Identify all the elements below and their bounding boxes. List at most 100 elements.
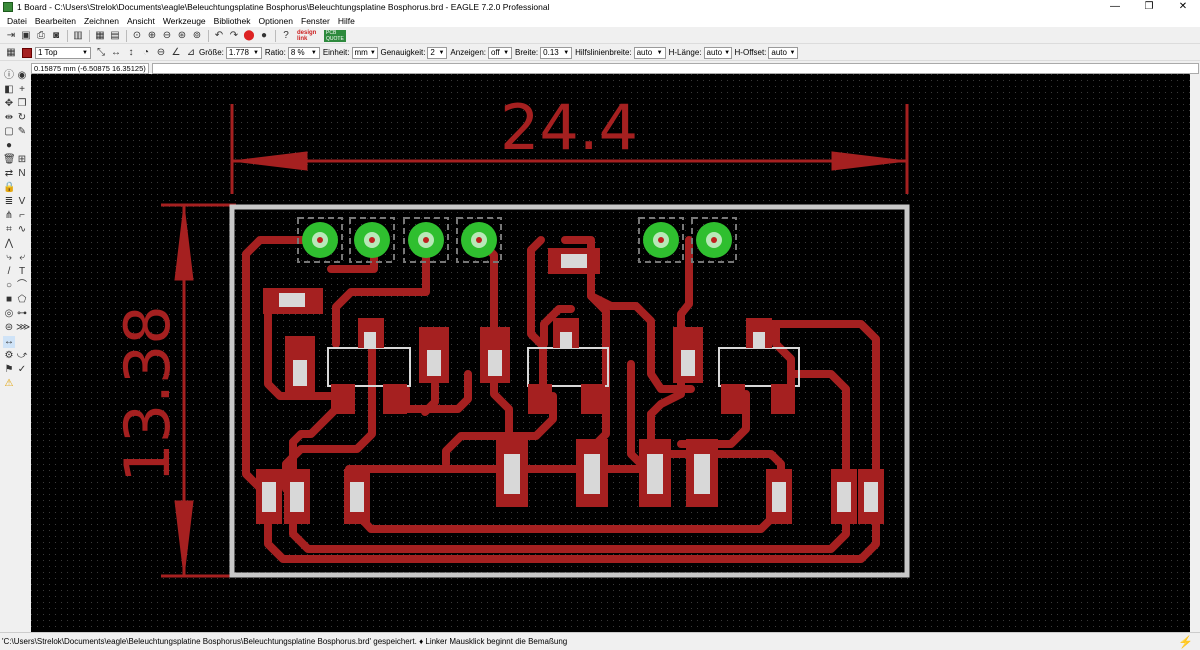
dimension-vertical-icon[interactable]: ↕ (128, 47, 134, 58)
extension-offset-select[interactable]: auto▼ (768, 46, 799, 59)
split-icon[interactable]: ⋔ (4, 210, 14, 221)
unit-select[interactable]: mm▼ (351, 46, 378, 59)
eye-icon[interactable]: ◉ (17, 70, 27, 81)
menu-ansicht[interactable]: Ansicht (126, 15, 155, 26)
change-icon[interactable]: ✎ (17, 126, 27, 137)
zoom-fit-icon[interactable]: ⊙ (132, 30, 142, 41)
dimension-linear-icon[interactable]: ⤡ (97, 47, 105, 58)
group-icon[interactable]: ▢ (4, 126, 14, 137)
width-select[interactable]: 0.13▼ (540, 46, 573, 59)
ratio-select[interactable]: 8 %▼ (287, 46, 320, 59)
delete-icon[interactable]: 🗑 (3, 154, 16, 165)
board-icon[interactable]: ▥ (73, 30, 83, 41)
undo-icon[interactable]: ↶ (214, 30, 224, 41)
value-icon[interactable]: V (18, 196, 26, 207)
replace-icon[interactable]: ⇄ (4, 168, 14, 179)
drc-icon[interactable]: ✓ (17, 364, 27, 375)
zoom-area-icon[interactable]: ⊚ (192, 30, 202, 41)
board-canvas[interactable]: 24.4 13.38 (31, 74, 1197, 632)
optimize-icon[interactable]: ⌗ (6, 224, 12, 235)
ratsnest-icon[interactable]: ⋙ (16, 322, 31, 333)
print-icon[interactable]: ⎙ (37, 30, 45, 41)
dimension-leader-icon[interactable]: ⊿ (186, 47, 196, 58)
wire-icon[interactable]: / (7, 266, 11, 277)
pad-center (317, 237, 323, 243)
grid-icon[interactable]: ▦ (6, 47, 16, 58)
layer-display-icon[interactable]: ◧ (4, 84, 14, 95)
through-hole-pads (297, 217, 737, 263)
zoom-redraw-icon[interactable]: ⊛ (177, 30, 187, 41)
dimension-height-text: 13.38 (111, 305, 184, 483)
circle-icon[interactable]: ○ (5, 280, 13, 291)
autorouter-icon[interactable]: ⚙ (4, 350, 14, 361)
arc-icon[interactable]: ⌒ (17, 280, 27, 291)
precision-select[interactable]: 2▼ (427, 46, 448, 59)
pcb-quote-logo[interactable]: PCB QUOTE (324, 29, 346, 42)
rotate-icon[interactable]: ↻ (17, 112, 27, 123)
help-icon[interactable]: ? (283, 30, 289, 41)
polygon-icon[interactable]: ⬠ (17, 294, 27, 305)
menu-datei[interactable]: Datei (7, 15, 27, 26)
mirror-icon[interactable]: ⇹ (4, 112, 14, 123)
menu-hilfe[interactable]: Hilfe (337, 15, 355, 26)
menu-bibliothek[interactable]: Bibliothek (213, 15, 251, 26)
route-icon[interactable]: ⤷ (6, 252, 12, 263)
copy-icon[interactable]: ❐ (17, 98, 27, 109)
close-button[interactable]: ✕ (1178, 1, 1188, 12)
miter-icon[interactable]: ⌐ (19, 210, 25, 221)
meander-length-icon[interactable]: ⋀ (4, 238, 14, 249)
redo-icon[interactable]: ↷ (229, 30, 239, 41)
layer-select-value: 1 Top (38, 47, 58, 57)
zoom-in-icon[interactable]: ⊕ (147, 30, 157, 41)
move-icon[interactable]: ✥ (4, 98, 14, 109)
maximize-button[interactable]: ❐ (1144, 1, 1154, 12)
vertical-scrollbar[interactable] (1190, 74, 1200, 632)
size-select[interactable]: 1.778▼ (225, 46, 262, 59)
menu-zeichnen[interactable]: Zeichnen (83, 15, 119, 26)
menu-bearbeiten[interactable]: Bearbeiten (34, 15, 76, 26)
name-icon[interactable]: N (18, 168, 26, 179)
stop-icon[interactable]: ⬤ (243, 30, 255, 41)
menu-werkzeuge[interactable]: Werkzeuge (162, 15, 206, 26)
go-status-icon[interactable]: ⚡ (1178, 634, 1193, 649)
menu-fenster[interactable]: Fenster (301, 15, 330, 26)
design-link-logo[interactable]: design link (297, 29, 317, 42)
dimension-horizontal-icon[interactable]: ↔ (111, 47, 121, 58)
open-icon[interactable]: ⇥ (6, 30, 16, 41)
hole-icon[interactable]: ⊜ (4, 322, 14, 333)
cam-icon[interactable]: ◙ (52, 30, 60, 41)
extension-length-select[interactable]: auto▼ (703, 46, 732, 59)
dimension-icon[interactable]: ↔ (3, 336, 15, 348)
smash-icon[interactable]: ≣ (4, 196, 14, 207)
info-icon[interactable]: ⓘ (4, 70, 14, 81)
erc-icon[interactable]: ⚑ (4, 364, 14, 375)
dimension-diameter-icon[interactable]: ⊖ (156, 47, 166, 58)
menu-optionen[interactable]: Optionen (258, 15, 294, 26)
extension-width-select[interactable]: auto▼ (633, 46, 666, 59)
zoom-out-icon[interactable]: ⊖ (162, 30, 172, 41)
paste-icon[interactable]: ● (5, 140, 13, 151)
mark-icon[interactable]: + (19, 84, 25, 95)
text-icon[interactable]: T (18, 266, 26, 277)
lock-icon[interactable]: 🔒 (3, 182, 16, 193)
command-line-input[interactable] (152, 62, 1199, 74)
add-icon[interactable]: ⊞ (17, 154, 27, 165)
minimize-button[interactable]: — (1110, 1, 1120, 12)
follow-me-icon[interactable]: ⤻ (16, 350, 28, 361)
go-icon[interactable]: ● (260, 30, 268, 41)
layer-select[interactable]: 1 Top▼ (35, 46, 91, 59)
via-icon[interactable]: ◎ (4, 308, 14, 319)
pad-keepout (349, 217, 395, 263)
rect-icon[interactable]: ■ (5, 294, 13, 305)
dimension-radius-icon[interactable]: ◔ (142, 47, 150, 58)
save-icon[interactable]: ▣ (21, 30, 31, 41)
dimension-angle-icon[interactable]: ∠ (171, 47, 181, 58)
schematic-icon[interactable]: ▦ (95, 30, 105, 41)
meander-icon[interactable]: ∿ (17, 224, 27, 235)
signal-icon[interactable]: ⊶ (17, 308, 27, 319)
errors-icon[interactable]: ⚠ (4, 378, 14, 389)
library-icon[interactable]: ▤ (110, 30, 120, 41)
pad-keepout (297, 217, 343, 263)
ripup-icon[interactable]: ⤶ (19, 252, 25, 263)
display-select[interactable]: off▼ (488, 46, 513, 59)
